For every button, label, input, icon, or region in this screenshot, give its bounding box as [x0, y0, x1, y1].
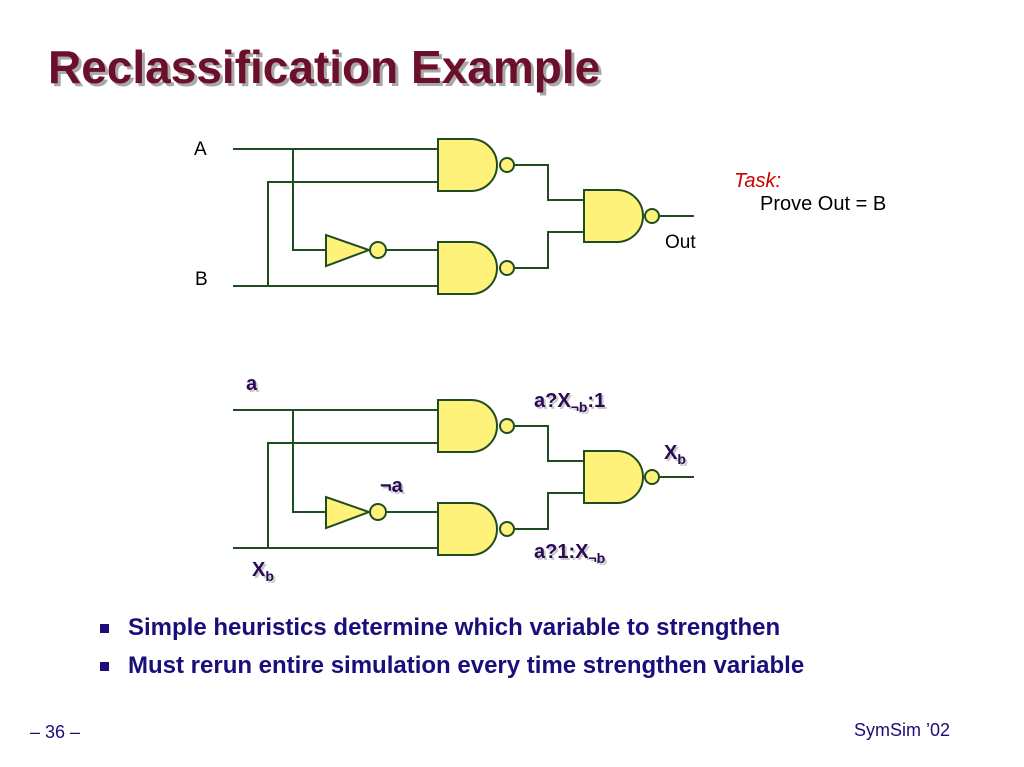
- nand-gate-lower: [437, 241, 498, 295]
- nand-gate-final-b: [583, 450, 644, 504]
- bullet-list: Simple heuristics determine which variab…: [100, 614, 804, 690]
- not-a-label: ¬a: [380, 475, 404, 497]
- bullet-item: Must rerun entire simulation every time …: [100, 652, 804, 680]
- nand-gate-final: [583, 189, 644, 243]
- nand-gate-lower-b: [437, 502, 498, 556]
- input-a-lower-label-shadow: a: [248, 375, 260, 397]
- bottom-circuit: a a ¬a ¬a Xb Xb a?X¬b:1 a?X¬b:1 a?1:X¬b …: [233, 373, 694, 586]
- nand-bubble-upper: [499, 157, 515, 173]
- footer-source: SymSim ’02: [854, 720, 951, 740]
- input-x-label: Xb: [252, 559, 274, 584]
- bullet-text: Simple heuristics determine which variab…: [128, 614, 781, 641]
- nand-gate-upper: [437, 138, 498, 192]
- inverter-bubble: [369, 241, 387, 259]
- bullet-square-icon: [100, 624, 109, 633]
- wire-upper-to-final-b: [515, 425, 584, 462]
- output-x-label-shadow: Xb: [666, 444, 688, 469]
- input-a-lower-label: a: [246, 373, 258, 395]
- nand-bubble-lower: [499, 260, 515, 276]
- output-label: Out: [665, 232, 696, 253]
- bullet-square-icon: [100, 662, 109, 671]
- nand-bubble-lower-b: [499, 521, 515, 537]
- input-b-label: B: [195, 269, 208, 290]
- not-a-label-shadow: ¬a: [382, 477, 406, 499]
- wire-lower-to-final-b: [515, 492, 584, 530]
- nand-bubble-upper-b: [499, 418, 515, 434]
- output-x-label: Xb: [664, 442, 686, 467]
- top-circuit: A B Out: [194, 138, 696, 295]
- inverter-bubble-b: [369, 503, 387, 521]
- inverter-triangle: [325, 233, 372, 268]
- page-number: – 36 –: [30, 722, 81, 742]
- wire-upper-to-final: [515, 164, 584, 201]
- input-x-label-shadow: Xb: [254, 561, 276, 586]
- nand-bubble-final-b: [644, 469, 660, 485]
- slide-title: Reclassification Example: [48, 41, 601, 93]
- nand-bubble-final: [644, 208, 660, 224]
- wire-a-to-inverter: [292, 149, 326, 251]
- nand-gate-upper-b: [437, 399, 498, 453]
- upper-expression: a?X¬b:1: [534, 390, 605, 415]
- wire-a-to-inverter-lower: [292, 410, 326, 513]
- wire-lower-to-final: [515, 231, 584, 269]
- input-a-label: A: [194, 139, 207, 160]
- upper-expression-shadow: a?X¬b:1: [536, 392, 607, 417]
- wire-b-to-upper-gate: [267, 181, 438, 286]
- bullet-text: Must rerun entire simulation every time …: [128, 652, 805, 679]
- wire-x-to-upper-gate: [267, 442, 438, 548]
- task-label: Task:: [734, 170, 782, 192]
- lower-expression: a?1:X¬b: [534, 541, 605, 566]
- bullet-item: Simple heuristics determine which variab…: [100, 614, 804, 642]
- task-note: Task: Prove Out = B: [734, 170, 886, 216]
- lower-expression-shadow: a?1:X¬b: [536, 543, 607, 568]
- inverter-triangle-b: [325, 495, 372, 530]
- task-text: Prove Out = B: [760, 193, 887, 215]
